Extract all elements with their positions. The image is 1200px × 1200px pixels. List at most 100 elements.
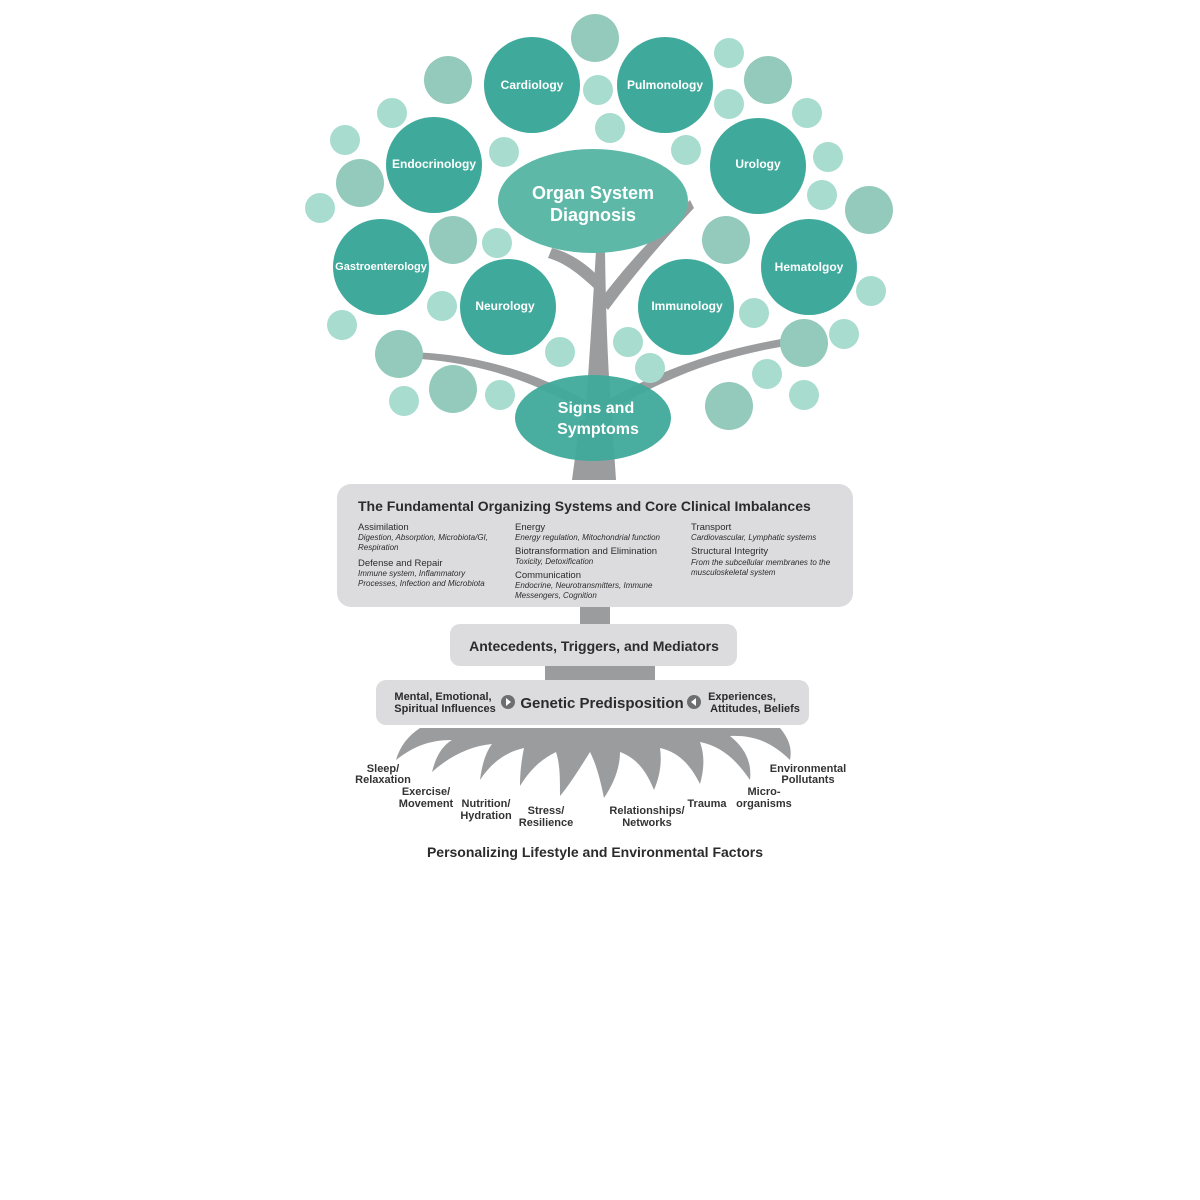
root-trauma-l1: Trauma (687, 798, 727, 810)
decor-circle (485, 380, 515, 410)
structural-sub2: musculoskeletal system (691, 568, 776, 577)
decor-circle (583, 75, 613, 105)
biotransformation-head: Biotransformation and Elimination (515, 546, 657, 557)
organ-system-diagnosis-node: Organ System Diagnosis (498, 149, 688, 253)
decor-circle (714, 89, 744, 119)
root-stress-l1: Stress/ (528, 805, 565, 817)
assimilation-head: Assimilation (358, 522, 409, 533)
root-nutrition-l2: Hydration (460, 810, 512, 822)
decor-circle (813, 142, 843, 172)
decor-circle (336, 159, 384, 207)
genetic-box: Mental, Emotional, Spiritual Influences … (376, 680, 809, 725)
decor-circle (327, 310, 357, 340)
energy-sub1: Energy regulation, Mitochondrial functio… (515, 533, 661, 542)
signs-symptoms-node: Signs and Symptoms (515, 375, 671, 461)
decor-circle (429, 365, 477, 413)
cardiology-label: Cardiology (501, 78, 564, 92)
root-exercise-l1: Exercise/ (402, 786, 450, 798)
structural-sub1: From the subcellular membranes to the (691, 558, 831, 567)
genetic-right-line2: Attitudes, Beliefs (710, 703, 800, 715)
decor-circle (714, 38, 744, 68)
fundamental-title: The Fundamental Organizing Systems and C… (358, 498, 811, 514)
decorative-circles (305, 14, 893, 430)
decor-circle (375, 330, 423, 378)
root-labels: Sleep/ Relaxation Exercise/ Movement Nut… (355, 763, 846, 829)
root-environmental-l1: Environmental (770, 763, 846, 775)
genetic-left-line2: Spiritual Influences (394, 703, 495, 715)
root-micro-l1: Micro- (748, 786, 781, 798)
defense-sub2: Processes, Infection and Microbiota (358, 579, 485, 588)
immunology-label: Immunology (651, 299, 723, 313)
root-sleep-l1: Sleep/ (367, 763, 399, 775)
decor-circle (829, 319, 859, 349)
neurology-label: Neurology (475, 299, 535, 313)
decor-circle (613, 327, 643, 357)
specialty-node-neurology: Neurology (460, 259, 556, 355)
root-stress-l2: Resilience (519, 817, 573, 829)
genetic-right-line1: Experiences, (708, 691, 776, 703)
decor-circle (424, 56, 472, 104)
decor-circle (671, 135, 701, 165)
decor-circle (635, 353, 665, 383)
tree-roots (396, 728, 791, 798)
decor-circle (856, 276, 886, 306)
energy-head: Energy (515, 522, 545, 533)
genetic-left-line1: Mental, Emotional, (394, 691, 491, 703)
decor-circle (545, 337, 575, 367)
communication-head: Communication (515, 570, 581, 581)
hematology-label: Hematolgoy (775, 260, 844, 274)
root-micro-l2: organisms (736, 798, 792, 810)
decor-circle (377, 98, 407, 128)
gastroenterology-label: Gastroenterology (335, 261, 428, 273)
endocrinology-label: Endocrinology (392, 157, 476, 171)
specialty-node-immunology: Immunology (638, 259, 734, 355)
decor-circle (305, 193, 335, 223)
defense-sub1: Immune system, Inflammatory (358, 569, 466, 578)
decor-circle (744, 56, 792, 104)
communication-sub1: Endocrine, Neurotransmitters, Immune (515, 581, 653, 590)
decor-circle (792, 98, 822, 128)
decor-circle (752, 359, 782, 389)
specialty-node-cardiology: Cardiology (484, 37, 580, 133)
decor-circle (739, 298, 769, 328)
organ-system-title-line1: Organ System (532, 183, 654, 203)
root-relationships-l1: Relationships/ (609, 805, 684, 817)
genetic-center: Genetic Predisposition (520, 695, 683, 712)
decor-circle (330, 125, 360, 155)
decor-circle (389, 386, 419, 416)
play-right-icon (501, 695, 515, 709)
specialty-node-urology: Urology (710, 118, 806, 214)
antecedents-title: Antecedents, Triggers, and Mediators (469, 638, 719, 654)
structural-head: Structural Integrity (691, 546, 768, 557)
decor-circle (429, 216, 477, 264)
decor-circle (807, 180, 837, 210)
decor-circle (571, 14, 619, 62)
specialty-node-hematology: Hematolgoy (761, 219, 857, 315)
signs-line2: Symptoms (557, 421, 639, 438)
root-sleep-l2: Relaxation (355, 774, 411, 786)
specialty-node-endocrinology: Endocrinology (386, 117, 482, 213)
root-nutrition-l1: Nutrition/ (462, 798, 511, 810)
defense-head: Defense and Repair (358, 558, 443, 569)
transport-sub1: Cardiovascular, Lymphatic systems (691, 533, 816, 542)
decor-circle (482, 228, 512, 258)
antecedents-box: Antecedents, Triggers, and Mediators (450, 624, 737, 666)
fundamental-systems-box: The Fundamental Organizing Systems and C… (337, 484, 853, 607)
pulmonology-label: Pulmonology (627, 78, 703, 92)
communication-sub2: Messengers, Cognition (515, 591, 597, 600)
signs-line1: Signs and (558, 400, 634, 417)
decor-circle (705, 382, 753, 430)
decor-circle (789, 380, 819, 410)
assimilation-sub2: Respiration (358, 543, 399, 552)
decor-circle (427, 291, 457, 321)
decor-circle (702, 216, 750, 264)
footer-title: Personalizing Lifestyle and Environmenta… (427, 844, 763, 860)
decor-circle (595, 113, 625, 143)
root-exercise-l2: Movement (399, 798, 454, 810)
decor-circle (780, 319, 828, 367)
biotransformation-sub1: Toxicity, Detoxification (515, 557, 594, 566)
organ-system-title-line2: Diagnosis (550, 205, 636, 225)
urology-label: Urology (735, 157, 781, 171)
root-environmental-l2: Pollutants (781, 774, 834, 786)
